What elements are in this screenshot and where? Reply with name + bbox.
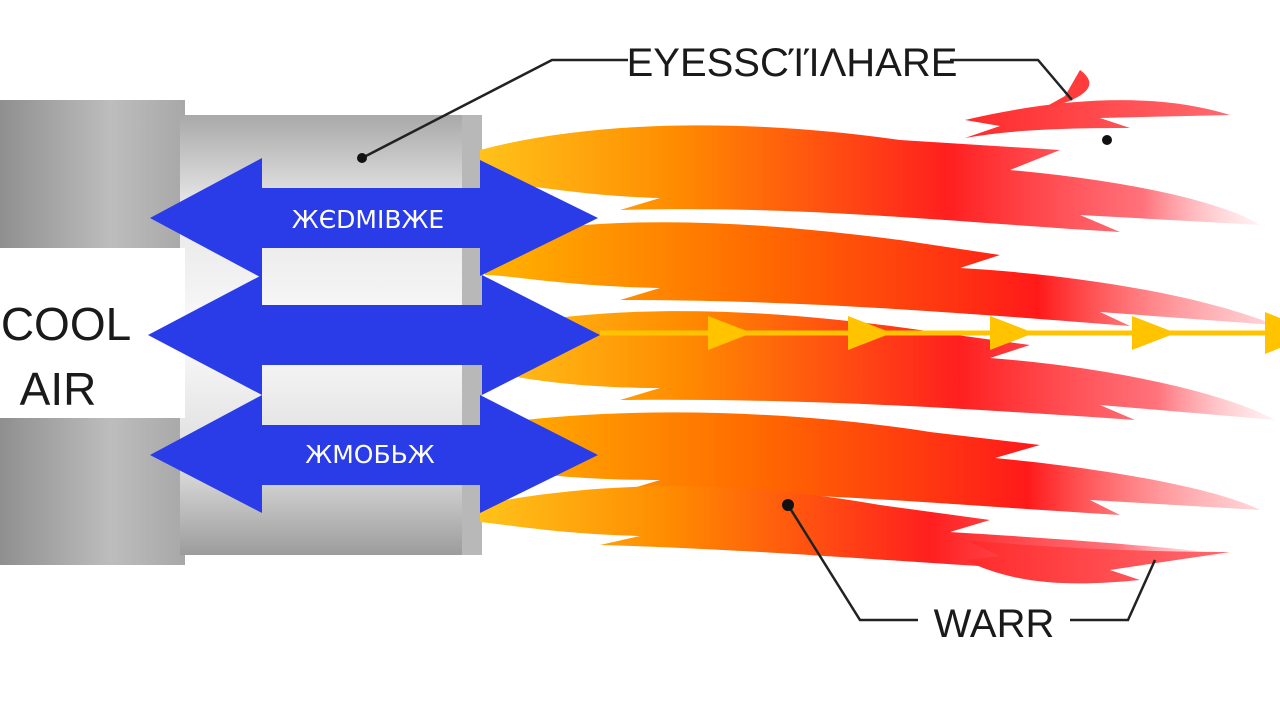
bottom-callout-label: WARR — [934, 602, 1055, 646]
callout-dot — [782, 499, 794, 511]
callout-dot — [357, 153, 367, 163]
arrow-top-label: ЖЄDMIBЖE — [292, 205, 444, 234]
arrow-bottom-label: ЖМОБЬЖ — [305, 440, 434, 469]
callout-dot — [1102, 135, 1112, 145]
cool-air-arrow-top — [150, 158, 598, 278]
cool-air-arrow-middle — [148, 275, 600, 395]
cool-air-arrow-bottom — [150, 395, 598, 513]
streamline-arrowhead — [848, 316, 892, 350]
cool-air-label-line2: AIR — [20, 363, 97, 415]
streamline-arrowhead — [1132, 316, 1176, 350]
callouts — [357, 58, 1157, 622]
hot-flame-streams — [480, 70, 1275, 584]
cool-air-label-line1: COOL — [1, 298, 131, 350]
streamline — [600, 312, 1280, 354]
streamline-arrowhead — [990, 316, 1034, 350]
streamline-arrowhead — [708, 316, 752, 350]
top-callout-label: EYESSCΊΊΛHARE — [627, 41, 958, 85]
cool-air-arrows: ЖЄDMIBЖE ЖМОБЬЖ — [148, 158, 600, 513]
streamline-arrowhead — [1265, 312, 1280, 354]
